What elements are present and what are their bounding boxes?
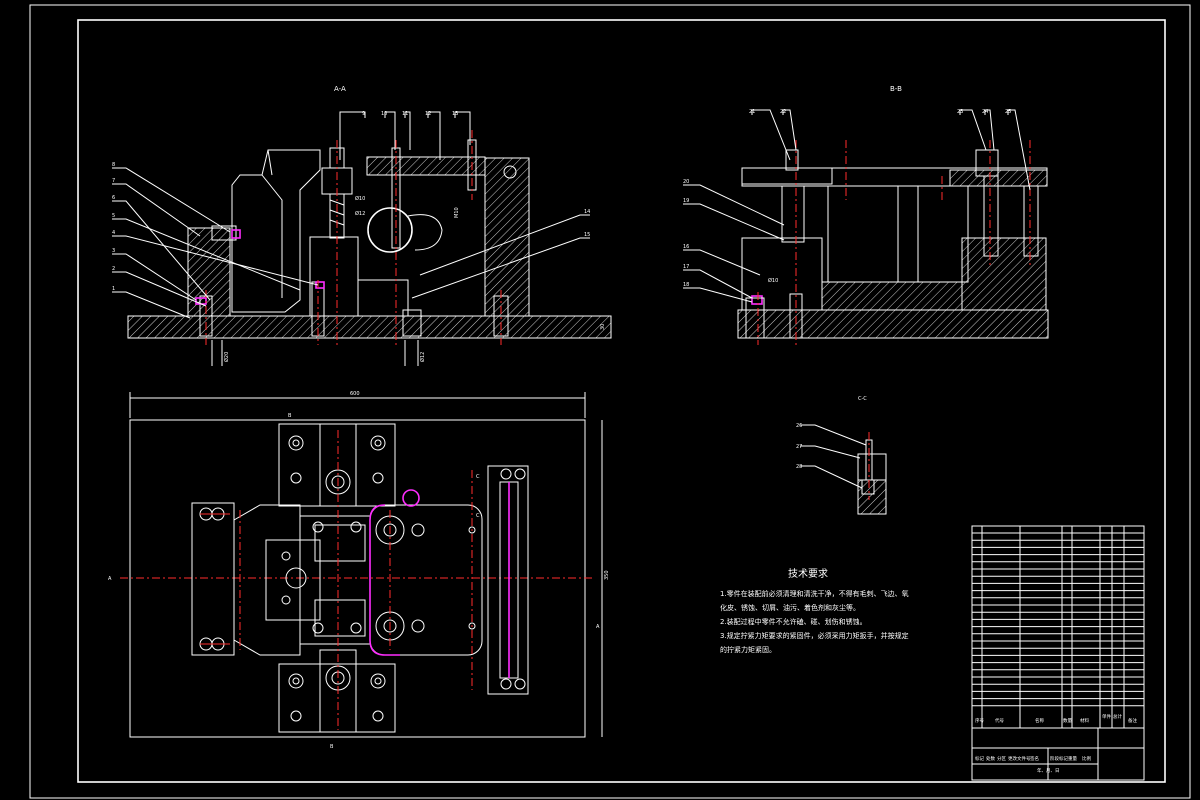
section-bb-view: B-B Ø10 xyxy=(683,85,1049,345)
dim-c: M10 xyxy=(454,207,460,218)
balloon-10: 10 xyxy=(381,111,387,117)
dim-bore-right: Ø12 xyxy=(419,352,426,362)
dim-overall-height: 350 xyxy=(604,570,610,580)
view-c-title: C-C xyxy=(858,396,867,402)
balloon-15: 15 xyxy=(584,232,590,238)
footer-zone: 分区 xyxy=(997,755,1006,762)
balloon-2: 2 xyxy=(112,266,115,272)
footer-change: 更改文件号 xyxy=(1008,755,1031,762)
balloon-6: 6 xyxy=(112,195,115,201)
dim-bb: Ø10 xyxy=(768,277,778,284)
balloon-18: 18 xyxy=(683,282,689,288)
balloon-3: 3 xyxy=(112,248,115,254)
tech-title: 技术要求 xyxy=(788,567,828,580)
tech-line-5: 的拧紧力矩紧固。 xyxy=(720,645,776,654)
dim-b2: Ø12 xyxy=(355,210,365,217)
balloon-22: 22 xyxy=(780,109,786,115)
tech-line-4: 3.规定拧紧力矩要求的紧固件，必须采用力矩扳手，并按规定 xyxy=(720,631,909,640)
plan-view: 600 350 A A B B C C xyxy=(108,391,610,750)
balloon-21: 21 xyxy=(749,109,755,115)
marker-b-top: B xyxy=(288,413,292,419)
dim-base: 30 xyxy=(600,324,606,330)
header-unit: 单件 xyxy=(1102,713,1111,720)
balloon-28: 28 xyxy=(796,464,802,470)
balloon-16: 16 xyxy=(683,244,689,250)
tech-line-2: 化皮、锈蚀、切屑、油污、着色剂和灰尘等。 xyxy=(720,603,860,612)
dim-b1: Ø10 xyxy=(355,195,365,202)
inner-frame xyxy=(77,19,1166,783)
balloon-7: 7 xyxy=(112,178,115,184)
footer-scale: 比例 xyxy=(1082,755,1091,762)
center-block xyxy=(309,236,359,317)
header-total: 总计 xyxy=(1113,713,1122,720)
balloon-23: 23 xyxy=(957,109,963,115)
footer-weight: 重量 xyxy=(1068,755,1077,762)
balloon-leaders-aa xyxy=(112,111,590,319)
section-aa-view: A-A xyxy=(112,85,612,366)
section-bb-title: B-B xyxy=(890,85,902,93)
header-index: 序号 xyxy=(975,717,984,724)
balloon-5: 5 xyxy=(112,213,115,219)
header-name: 名称 xyxy=(1035,717,1044,724)
header-qty: 数量 xyxy=(1063,717,1072,724)
balloon-8: 8 xyxy=(112,162,115,168)
header-remark: 备注 xyxy=(1128,717,1137,724)
balloon-9: 9 xyxy=(362,111,365,117)
tech-line-3: 2.装配过程中零件不允许磕、碰、划伤和锈蚀。 xyxy=(720,617,867,626)
balloon-20: 20 xyxy=(683,179,689,185)
bom-rows xyxy=(972,532,1144,707)
header-material: 材料 xyxy=(1080,717,1089,724)
header-code: 代号 xyxy=(995,717,1004,724)
marker-a-left: A xyxy=(108,576,112,582)
marker-b-bottom: B xyxy=(330,744,334,750)
balloon-11: 11 xyxy=(402,111,408,117)
marker-a-right: A xyxy=(596,624,600,630)
balloon-19: 19 xyxy=(683,198,689,204)
outer-frame xyxy=(29,4,1191,799)
balloon-27: 27 xyxy=(796,444,802,450)
view-c: C-C 26 27 28 xyxy=(796,396,887,515)
balloon-12: 12 xyxy=(425,111,431,117)
marker-c-2: C xyxy=(476,513,480,519)
v-block-pin xyxy=(367,207,413,253)
balloon-1: 1 xyxy=(112,286,115,292)
balloon-13: 13 xyxy=(452,111,458,117)
footer-stage: 阶段标记 xyxy=(1050,755,1068,762)
footer-mark: 标记 xyxy=(975,755,984,762)
balloon-24: 24 xyxy=(982,109,988,115)
balloon-17: 17 xyxy=(683,264,689,270)
balloon-25: 25 xyxy=(1005,109,1011,115)
balloon-14: 14 xyxy=(584,209,590,215)
footer-sign: 签名 xyxy=(1030,755,1039,762)
workpiece-outline xyxy=(231,149,321,313)
title-block: 序号 代号 名称 数量 材料 单件 总计 备注 标记 处数 分区 更改文件号 签… xyxy=(971,525,1145,781)
dim-bore-left: Ø20 xyxy=(223,352,230,362)
balloon-26: 26 xyxy=(796,423,802,429)
balloon-4: 4 xyxy=(112,230,115,236)
left-support xyxy=(187,227,231,317)
footer-date: 年、月、日 xyxy=(1037,767,1060,774)
footer-count: 处数 xyxy=(986,755,995,762)
dim-overall-width: 600 xyxy=(350,391,360,397)
section-aa-title: A-A xyxy=(334,85,346,93)
bb-base xyxy=(737,309,1049,339)
tech-requirements: 技术要求 1.零件在装配前必须清理和清洗干净，不得有毛刺、飞边、氧 化皮、锈蚀、… xyxy=(720,567,909,654)
marker-c-1: C xyxy=(476,474,480,480)
tech-line-1: 1.零件在装配前必须清理和清洗干净，不得有毛刺、飞边、氧 xyxy=(720,589,909,598)
